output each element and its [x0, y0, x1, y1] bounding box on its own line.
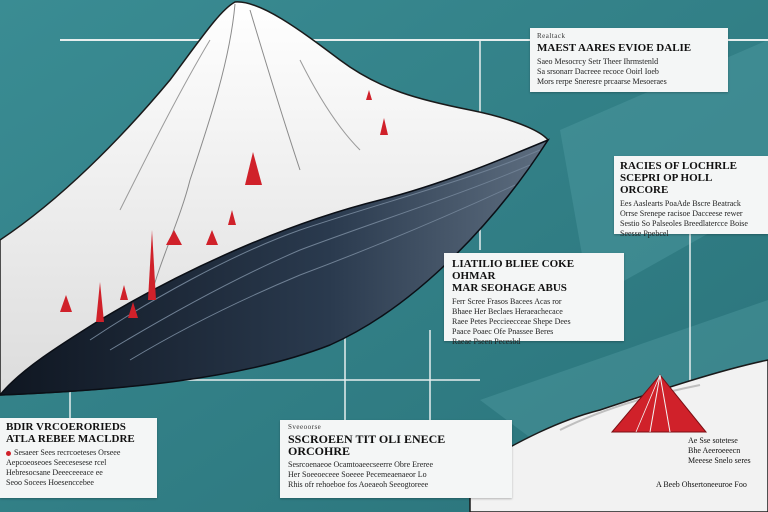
red-trees	[60, 90, 388, 322]
card-line: Bhe Aeeroeeecn	[688, 446, 741, 455]
card-body: Ees Aaslearts PoaAde Bscre Beatrack Orrs…	[620, 199, 762, 239]
card-line: Orrse Srenepe racisoe Dacceese rewer	[620, 209, 743, 218]
card-line: Her Soeeoeceee Soeeee Pecemeaenaeor Lo	[288, 470, 427, 479]
card-subtitle: ATLA REBEE MACLDRE	[6, 433, 135, 445]
card-body: Saeo Mesocrcy Setr Theer Ihrmstenld Sa s…	[537, 57, 721, 87]
card-line: Ae Sse sotetese	[688, 436, 738, 445]
card-line-text: Sesaeer Sees recrcoeteses Orseee	[14, 448, 121, 457]
info-card-bottom-left: BDIR VRCOERORIEDS ATLA REBEE MACLDRE Ses…	[0, 418, 157, 498]
lower-snow-hill	[469, 359, 768, 512]
card-line: Ferr Scree Frasos Bacees Acas ror	[452, 297, 562, 306]
card-title: RACIES OF LOCHRLE	[620, 160, 737, 172]
card-line: Paace Poaec Ofe Pnassee Beres	[452, 327, 554, 336]
card-subtitle: MAR SEOHAGE ABUS	[452, 282, 567, 294]
card-line: Ees Aaslearts PoaAde Bscre Beatrack	[620, 199, 741, 208]
card-kicker: Sveeoorse	[288, 423, 322, 431]
card-title: BDIR VRCOERORIEDS	[6, 421, 126, 433]
light-beam	[480, 300, 768, 460]
card-title: SSCROEEN TIT OLI ENECE ORCOHRE	[288, 432, 446, 458]
mountain-ridge	[299, 59, 361, 151]
card-line: Meeese Snelo seres	[688, 456, 751, 465]
info-card-top-right: Realtack MAEST AARES EVIOE DALIE Saeo Me…	[530, 28, 728, 92]
info-card-bottom-center: Sveeoorse SSCROEEN TIT OLI ENECE ORCOHRE…	[280, 420, 512, 498]
card-line: Aepcoeoseoes Seecesesese rcel	[6, 458, 107, 467]
card-line: Bhaee Her Beclaes Heraeachecace	[452, 307, 563, 316]
card-line: Rhis ofr rehoeboe fos Aoeaeoh Seeogtoree…	[288, 480, 429, 489]
red-tent-icon	[610, 374, 708, 433]
card-line: Seesse Ppebcel	[620, 229, 669, 238]
card-body: Sesrcoenaeoe Ocamtoaeecseerre Obre Erere…	[288, 460, 504, 490]
card-line: Sa srsonarr Dacreee recoce Ooirl Ioeb	[537, 67, 659, 76]
bullet-dot-icon	[6, 450, 11, 456]
card-line: Raee Petes Peccieecceae Shepe Dees	[452, 317, 571, 326]
mountain-ridge	[149, 3, 236, 301]
underside-stripe	[129, 184, 516, 361]
card-subtitle: SCEPRI OP HOLL ORCORE	[620, 172, 712, 196]
card-body: Ferr Scree Frasos Bacees Acas ror Bhaee …	[452, 297, 616, 347]
mountain-ridge	[249, 9, 301, 171]
info-card-mid-right: RACIES OF LOCHRLE SCEPRI OP HOLL ORCORE …	[614, 156, 768, 238]
card-line: Sestio So Palseoles Breedlatercce Boise	[620, 219, 748, 228]
card-kicker: Realtack	[537, 32, 566, 40]
card-line: Hebresocsane Deeeceeeace ee	[6, 468, 103, 477]
card-body: Sesaeer Sees recrcoeteses Orseee Aepcoeo…	[6, 448, 151, 488]
mountain-underside	[0, 138, 550, 396]
underside-stripe	[109, 164, 531, 351]
lower-snow-shadow	[559, 384, 701, 431]
card-line: Saeo Mesocrcy Setr Theer Ihrmstenld	[537, 57, 659, 66]
footer-caption: A Beeb Ohsertoneeuroe Foo	[656, 480, 747, 489]
card-title: LIATILIO BLIEE COKE OHMAR	[452, 258, 575, 282]
info-card-center: LIATILIO BLIEE COKE OHMAR MAR SEOHAGE AB…	[444, 253, 624, 346]
card-title: MAEST AARES EVIOE DALIE	[537, 42, 692, 54]
card-line: Mors rerpe Sneresre prcaarse Mesoeraes	[537, 77, 667, 86]
info-text-bottom-right: Ae Sse sotetese Bhe Aeeroeeecn Meeese Sn…	[688, 436, 768, 466]
underside-stripe	[89, 149, 541, 341]
card-line: Raeae Pseen Pecesbd	[452, 337, 521, 346]
mountain-ridge	[119, 39, 211, 211]
card-line: Seoo Socees Hoesenccebee	[6, 478, 94, 487]
card-line: Sesrcoenaeoe Ocamtoaeecseerre Obre Erere…	[288, 460, 434, 469]
card-line: Sesaeer Sees recrcoeteses Orseee	[6, 448, 151, 458]
